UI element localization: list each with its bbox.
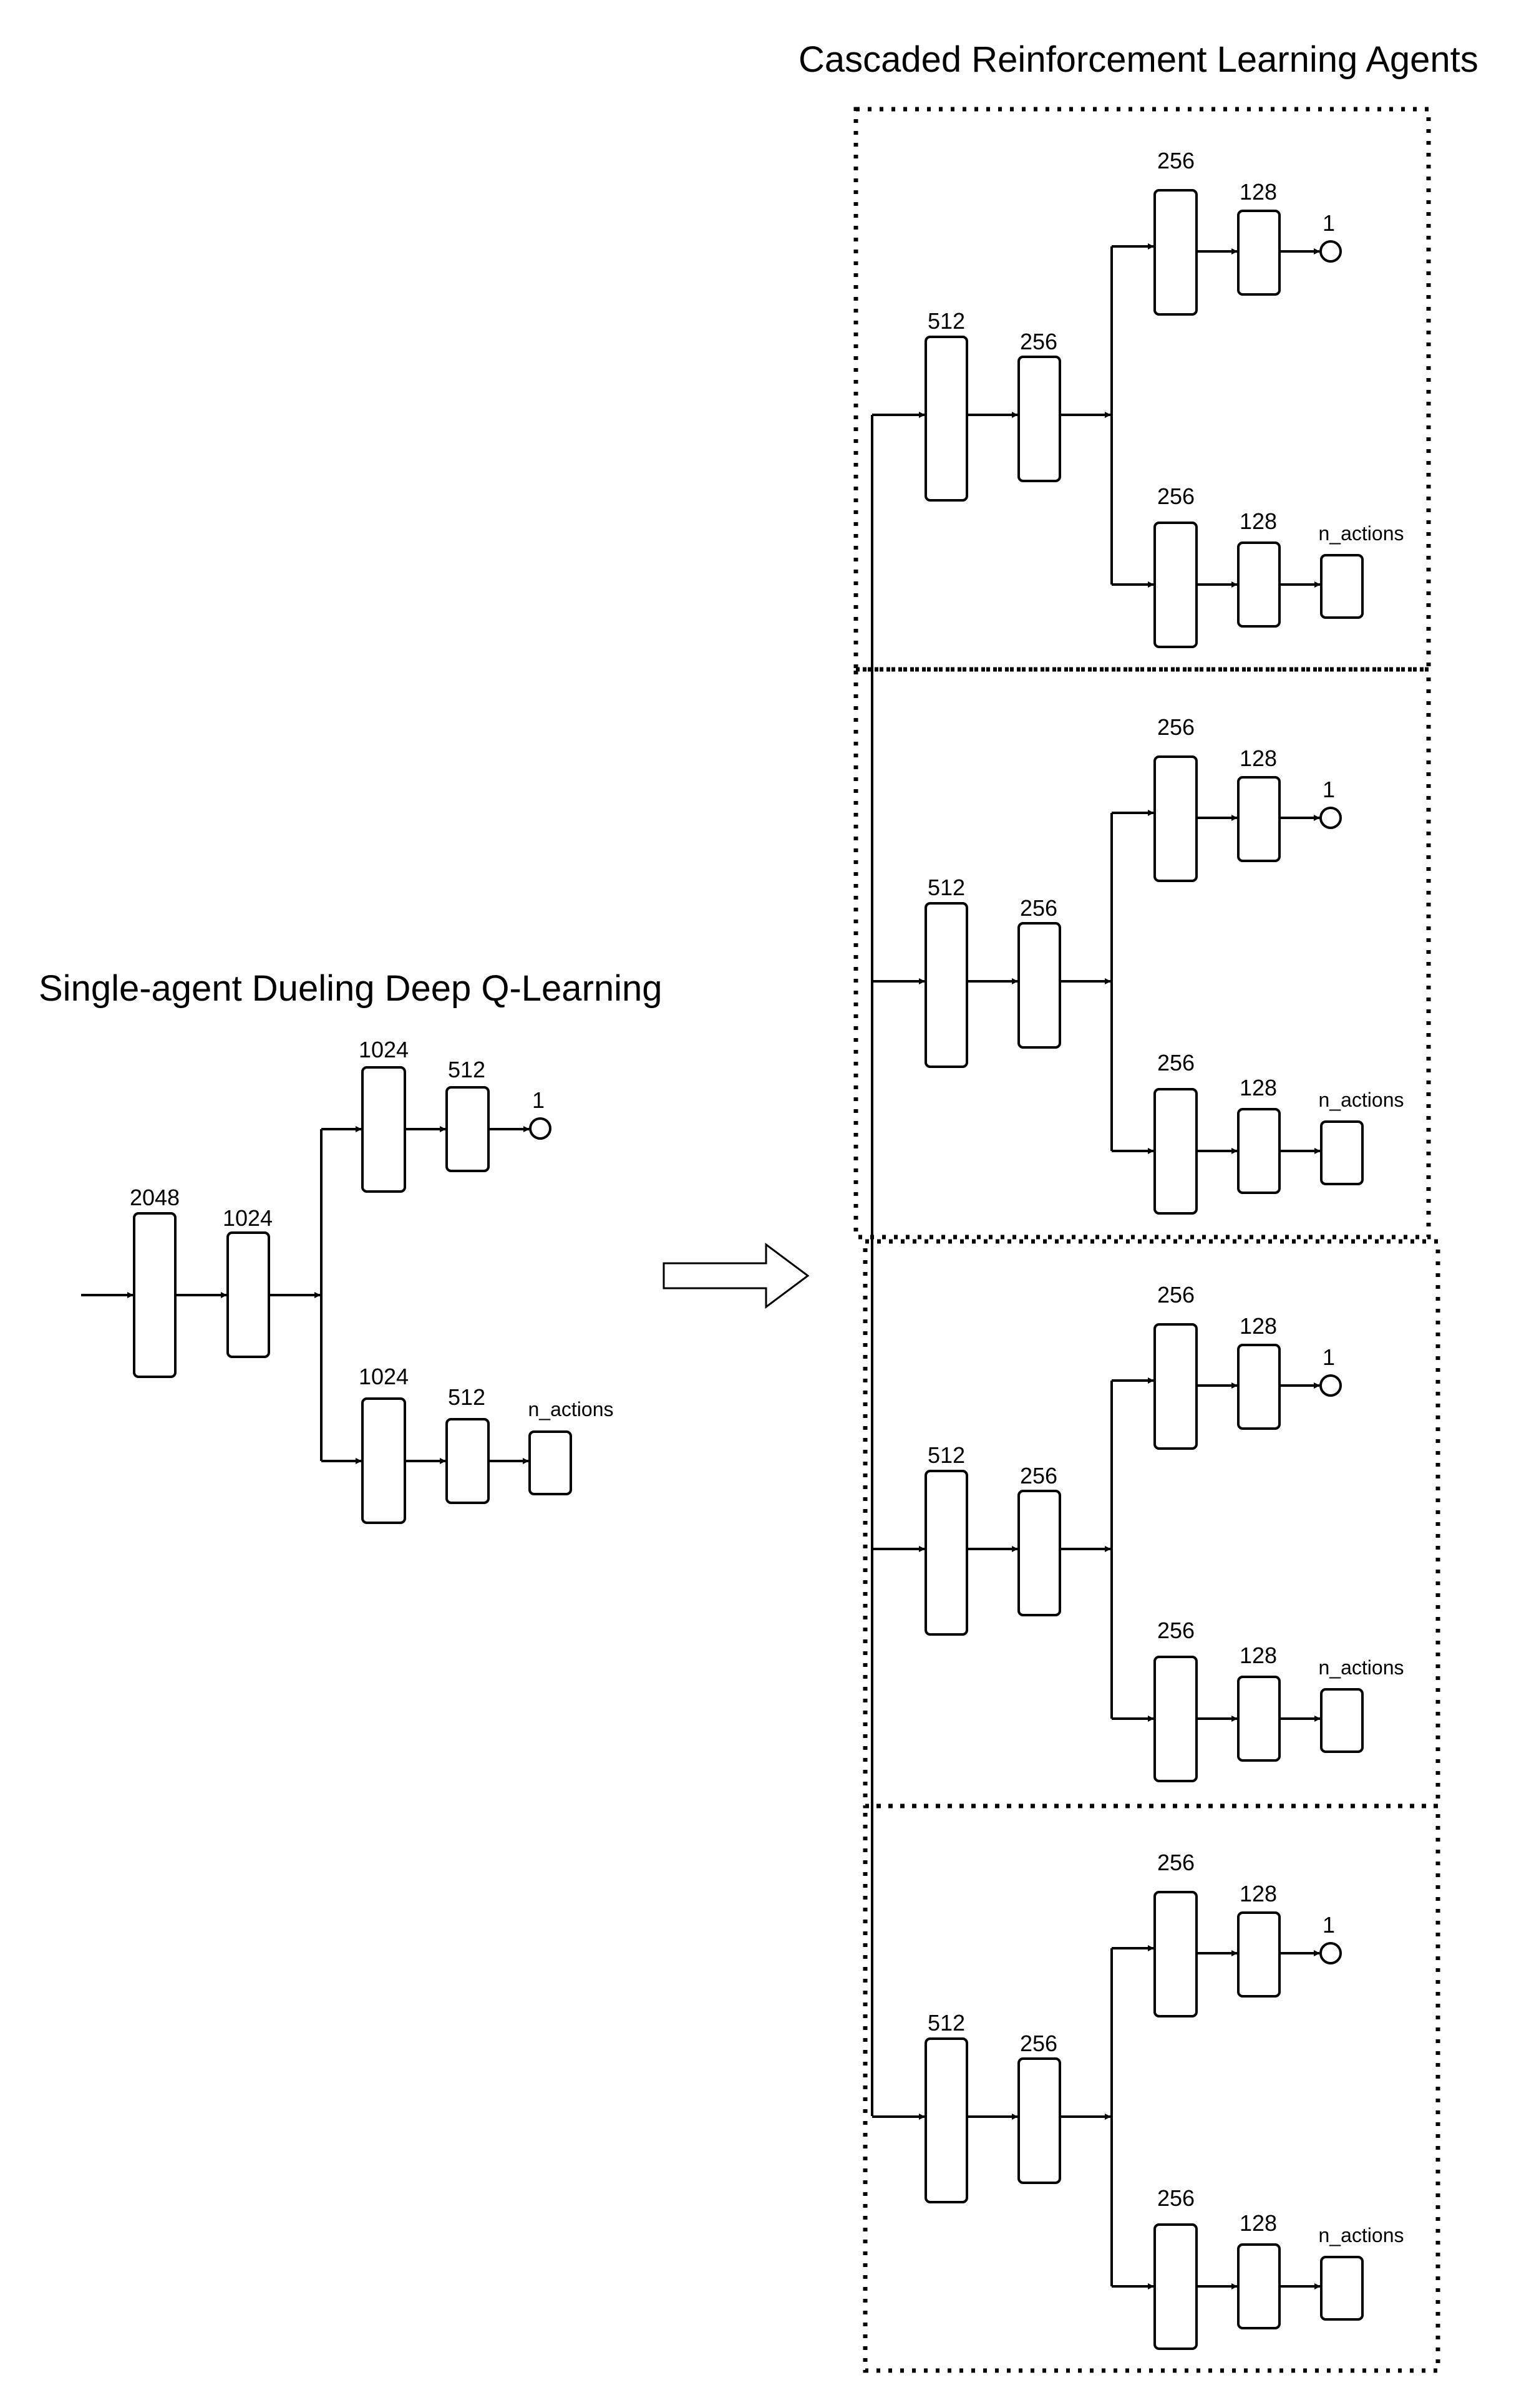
cascaded-agents: Cascaded Reinforcement Learning Agents 5… bbox=[799, 39, 1478, 2373]
dense-layer-box bbox=[925, 1470, 968, 1636]
dense-layer-box bbox=[1017, 2057, 1061, 2184]
layer-size-label: 128 bbox=[1240, 745, 1277, 771]
agent-panel: 512 256 256 128 1 256 128 n_actions bbox=[853, 107, 1431, 672]
value-stream-layer-box bbox=[1153, 755, 1198, 882]
advantage-stream-layer-box bbox=[1153, 1656, 1198, 1782]
agent-panels: 512 256 256 128 1 256 128 n_actions 512 256 256 128… bbox=[853, 107, 1440, 2373]
advantage-stream-layer-box bbox=[1237, 1108, 1281, 1194]
agent-panel: 512 256 256 128 1 256 128 n_actions bbox=[863, 1804, 1440, 2373]
value-output-node bbox=[1319, 1374, 1342, 1397]
advantage-stream-layer-box bbox=[361, 1397, 406, 1524]
agent-panel: 512 256 256 128 1 256 128 n_actions bbox=[863, 1239, 1440, 1808]
advantage-output-box bbox=[1320, 2256, 1364, 2321]
layer-size-label: 256 bbox=[1157, 483, 1195, 509]
layer-size-label: 128 bbox=[1240, 1881, 1277, 1906]
advantage-output-box bbox=[1320, 554, 1364, 619]
advantage-stream-layer-box bbox=[445, 1418, 490, 1504]
advantage-stream-layer-box bbox=[1153, 2223, 1198, 2350]
layer-size-label: 128 bbox=[1240, 1313, 1277, 1339]
advantage-output-label: n_actions bbox=[1319, 522, 1404, 545]
layer-size-label: 256 bbox=[1020, 1463, 1057, 1488]
layer-size-label: 256 bbox=[1020, 895, 1057, 921]
value-output-node bbox=[1319, 240, 1342, 263]
layer-size-label: 512 bbox=[928, 308, 965, 334]
advantage-output-label: n_actions bbox=[1319, 1656, 1404, 1679]
layer-size-label: 512 bbox=[928, 1442, 965, 1468]
value-stream-layer-box bbox=[1153, 189, 1198, 316]
agent-panel-border bbox=[863, 1804, 1440, 2373]
value-output-label: 1 bbox=[1323, 777, 1335, 802]
single-agent-network: Single-agent Dueling Deep Q-Learning 204… bbox=[39, 968, 663, 1524]
layer-size-label: 256 bbox=[1157, 1050, 1195, 1075]
layer-size-label: 256 bbox=[1157, 148, 1195, 173]
layer-size-label: 256 bbox=[1020, 329, 1057, 354]
value-stream-layer-box bbox=[1237, 210, 1281, 296]
agent-panel: 512 256 256 128 1 256 128 n_actions bbox=[853, 667, 1431, 1240]
layer-size-label: 1024 bbox=[223, 1205, 273, 1231]
layer-size-label: 1024 bbox=[359, 1364, 409, 1389]
transition-arrow-icon bbox=[663, 1243, 810, 1309]
value-output-node bbox=[529, 1117, 551, 1140]
dense-layer-box bbox=[133, 1212, 177, 1378]
advantage-output-box bbox=[528, 1430, 572, 1495]
advantage-stream-layer-box bbox=[1237, 2243, 1281, 2329]
value-stream-layer-box bbox=[361, 1066, 406, 1193]
advantage-stream-layer-box bbox=[1237, 1676, 1281, 1762]
dense-layer-box bbox=[925, 336, 968, 502]
advantage-output-box bbox=[1320, 1688, 1364, 1753]
layer-size-label: 256 bbox=[1020, 2031, 1057, 2056]
layer-size-label: 512 bbox=[448, 1057, 485, 1082]
advantage-stream-layer-box bbox=[1153, 1088, 1198, 1215]
layer-size-label: 512 bbox=[928, 2010, 965, 2036]
value-output-label: 1 bbox=[532, 1087, 545, 1113]
value-output-label: 1 bbox=[1323, 1912, 1335, 1938]
dense-layer-box bbox=[226, 1231, 270, 1358]
agent-panel-border bbox=[853, 667, 1431, 1240]
value-stream-layer-box bbox=[1237, 1344, 1281, 1430]
layer-size-label: 128 bbox=[1240, 1075, 1277, 1100]
value-output-node bbox=[1319, 1942, 1342, 1964]
advantage-output-label: n_actions bbox=[1319, 2224, 1404, 2246]
value-stream-layer-box bbox=[445, 1086, 490, 1172]
layer-size-label: 128 bbox=[1240, 1643, 1277, 1668]
single-agent-title: Single-agent Dueling Deep Q-Learning bbox=[39, 968, 663, 1009]
advantage-stream-layer-box bbox=[1237, 541, 1281, 628]
layer-size-label: 512 bbox=[448, 1384, 485, 1410]
advantage-output-label: n_actions bbox=[1319, 1089, 1404, 1111]
value-stream-layer-box bbox=[1237, 776, 1281, 862]
advantage-stream-layer-box bbox=[1153, 522, 1198, 648]
layer-size-label: 1024 bbox=[359, 1037, 409, 1062]
layer-size-label: 256 bbox=[1157, 1618, 1195, 1643]
layer-size-label: 128 bbox=[1240, 508, 1277, 534]
cascaded-title: Cascaded Reinforcement Learning Agents bbox=[799, 39, 1478, 80]
dense-layer-box bbox=[1017, 356, 1061, 482]
layer-size-label: 2048 bbox=[130, 1185, 180, 1210]
layer-size-label: 256 bbox=[1157, 1282, 1195, 1308]
layer-size-label: 128 bbox=[1240, 2210, 1277, 2236]
value-output-label: 1 bbox=[1323, 1344, 1335, 1370]
value-output-node bbox=[1319, 807, 1342, 829]
dense-layer-box bbox=[925, 2037, 968, 2203]
value-stream-layer-box bbox=[1153, 1891, 1198, 2017]
layer-size-label: 256 bbox=[1157, 714, 1195, 740]
layer-size-label: 256 bbox=[1157, 2185, 1195, 2211]
dense-layer-box bbox=[1017, 922, 1061, 1049]
dense-layer-box bbox=[1017, 1490, 1061, 1616]
advantage-output-box bbox=[1320, 1120, 1364, 1185]
value-output-label: 1 bbox=[1323, 210, 1335, 236]
advantage-output-label: n_actions bbox=[528, 1398, 614, 1420]
layer-size-label: 512 bbox=[928, 875, 965, 900]
layer-size-label: 256 bbox=[1157, 1850, 1195, 1875]
dense-layer-box bbox=[925, 902, 968, 1068]
agent-panel-border bbox=[853, 107, 1431, 672]
value-stream-layer-box bbox=[1153, 1323, 1198, 1450]
value-stream-layer-box bbox=[1237, 1911, 1281, 1998]
layer-size-label: 128 bbox=[1240, 179, 1277, 205]
